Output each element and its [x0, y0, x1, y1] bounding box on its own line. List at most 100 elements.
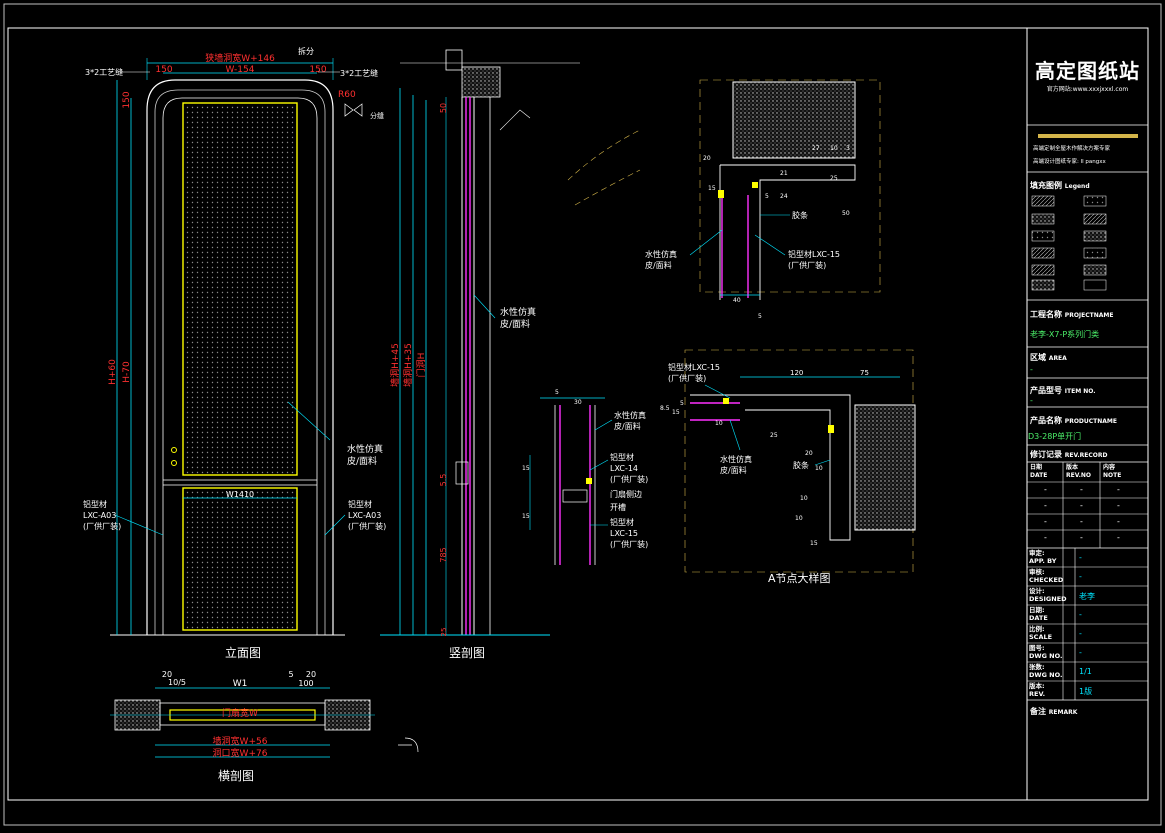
node-a-alu-top: 铝型材LXC-15 (厂供厂装) [668, 362, 723, 383]
door-leaf-lower [182, 487, 298, 631]
mid-alu15-line: 铝型材 [610, 517, 634, 527]
area-value: - [1030, 365, 1033, 374]
sign-row-label: 张数: DWG NO. [1029, 663, 1063, 679]
mid-alu14-line: 铝型材 [610, 452, 634, 462]
project-sub-text: PROJECTNAME [1064, 312, 1114, 319]
elevation-view: 狭墙洞宽W+146 W-154 150 150 3*2工艺缝 3*2工艺缝 拆分… [83, 46, 386, 660]
alu-right-label: 铝型材 LXC-A03 (厂供厂装) [348, 499, 386, 531]
vs-dim-mid: 5.5 [439, 474, 448, 487]
sign-row-value: 1版 [1079, 687, 1093, 696]
sign-row-label: 审核: CHECKED [1029, 568, 1064, 584]
alu-right-line: (厂供厂装) [348, 521, 386, 531]
vs-dim-bottom: 785 [439, 547, 448, 562]
elevation-frame-outer [146, 79, 334, 635]
remark-label: 备注 REMARK [1030, 706, 1077, 717]
rev-cell: - [1117, 533, 1120, 542]
hs-w1: W1 [233, 679, 248, 689]
sign-row-label: 审定: APP. BY [1029, 549, 1057, 565]
rev-cell: - [1080, 485, 1083, 494]
split-label: 拆分 [298, 46, 314, 56]
item-label-text: 产品型号 [1030, 386, 1062, 395]
sign-row-label: 版本: REV. [1029, 682, 1046, 698]
node-a-dim: 8.5 [660, 405, 670, 412]
mid-alu15-line: (厂供厂装) [610, 539, 648, 549]
area-sub-text: AREA [1048, 355, 1067, 362]
rev-label: 修订记录 REV.RECORD [1030, 449, 1108, 460]
node-top-mat: 水性仿真 皮/面料 [645, 249, 680, 270]
vertical-section-view: 墙洞H+45 墙洞H+35 门洞H 50 5.5 785 25 水性仿真 皮/面… [380, 49, 580, 660]
elevation-frame-mid [154, 89, 326, 635]
project-label: 工程名称 PROJECTNAME [1030, 309, 1113, 320]
mid-alu15-label: 铝型材 LXC-15 (厂供厂装) [610, 517, 648, 549]
area-label: 区域 AREA [1030, 352, 1067, 363]
sign-row-label: 日期: DATE [1029, 606, 1048, 622]
alu-right-line: LXC-A03 [348, 511, 381, 520]
mid-alu15-line: LXC-15 [610, 529, 638, 538]
mid-alu14-label: 铝型材 LXC-14 (厂供厂装) [610, 452, 648, 484]
rev-cell: - [1044, 501, 1047, 510]
vs-material-label: 水性仿真 皮/面料 [500, 306, 539, 330]
rev-cell: - [1080, 533, 1083, 542]
legend-swatches [1031, 195, 1107, 291]
node-a-alu-top-line: 铝型材LXC-15 [668, 362, 720, 372]
node-top-alu: 铝型材LXC-15 (厂供厂装) [788, 249, 843, 270]
legend-title-text: 填充图例 [1030, 181, 1062, 190]
dim-h-plus: H+60 [108, 359, 118, 385]
hs-frame-w: 洞口宽W+76 [213, 747, 268, 759]
vs-dim-2: 墙洞H+35 [402, 343, 414, 387]
node-a-mat-2: 水性仿真 皮/面料 [720, 454, 755, 475]
brand-title: 高定图纸站 [1035, 59, 1140, 83]
node-a-mat-2-line: 皮/面料 [720, 465, 747, 475]
split-symbol-icon [344, 103, 363, 117]
rev-col-header: 日期 DATE [1030, 464, 1048, 479]
node-a-dim: 10 [795, 515, 803, 522]
vs-dim-3: 门洞H [415, 353, 427, 378]
swing-symbol-icon [398, 737, 419, 753]
node-top-alu-line: 铝型材LXC-15 [788, 249, 840, 259]
mid-detail: 5 30 水性仿真 皮/面料 铝型材 LXC-14 (厂供厂装) 门扇侧边 开槽… [522, 389, 648, 565]
radius-label: R60 [338, 90, 356, 100]
vertical-section-title: 竖剖图 [449, 646, 485, 660]
seam-right-label: 3*2工艺缝 [340, 68, 378, 78]
item-value: - [1030, 396, 1033, 405]
door-leaf-upper [182, 102, 298, 476]
mid-leaf-side: 门扇侧边 [610, 489, 642, 499]
rev-col-header: 版本 REV.NO [1066, 464, 1091, 479]
node-a-mat-2-line: 水性仿真 [720, 454, 752, 464]
alu-right-line: 铝型材 [348, 499, 372, 509]
alu-left-line: 铝型材 [83, 499, 107, 509]
seam-left-label: 3*2工艺缝 [85, 67, 123, 77]
sign-row-value: - [1079, 610, 1082, 619]
node-top-detail: 20 27 10 3 21 25 24 50 15 5 40 5 胶条 水性仿真… [567, 79, 881, 320]
vs-material-line: 水性仿真 [500, 306, 536, 318]
company-line-2: 高端设计图纸专家: ll pangxx [1033, 159, 1106, 165]
node-a-dim: 75 [860, 369, 869, 377]
product-label-text: 产品名称 [1030, 416, 1062, 425]
area-label-text: 区域 [1030, 353, 1046, 362]
title-block-lines [1027, 124, 1148, 701]
product-label: 产品名称 PRODUCTNAME [1030, 415, 1117, 426]
node-a-alu-top-line: (厂供厂装) [668, 373, 706, 383]
dim-top-inner: W-154 [226, 65, 255, 75]
vs-material-line: 皮/面料 [500, 318, 530, 330]
remark-sub-text: REMARK [1048, 709, 1078, 716]
hs-left-b: 10/5 [168, 678, 186, 687]
node-top-dim: 20 [703, 155, 711, 162]
mid-mat-line: 皮/面料 [614, 421, 641, 431]
node-top-dim: 3 [846, 145, 850, 152]
panel-material-line: 水性仿真 [347, 443, 383, 455]
node-a-dim: 10 [815, 465, 823, 472]
node-a-title: A节点大样图 [768, 571, 831, 585]
hs-door-w: 门扇宽W [222, 707, 258, 719]
rev-cell: - [1117, 485, 1120, 494]
node-top-dim: 15 [708, 185, 716, 192]
dim-top-total: 狭墙洞宽W+146 [205, 52, 275, 64]
node-a-dim: 5 [680, 400, 684, 407]
node-top-dim: 50 [842, 210, 850, 217]
node-a-dim: 25 [770, 432, 778, 439]
node-a-wall [854, 404, 916, 531]
hs-left-a: 20 [162, 670, 172, 679]
item-sub-text: ITEM NO. [1064, 388, 1096, 395]
company-line-1: 高端定制全屋木作解决方案专家 [1033, 146, 1111, 152]
